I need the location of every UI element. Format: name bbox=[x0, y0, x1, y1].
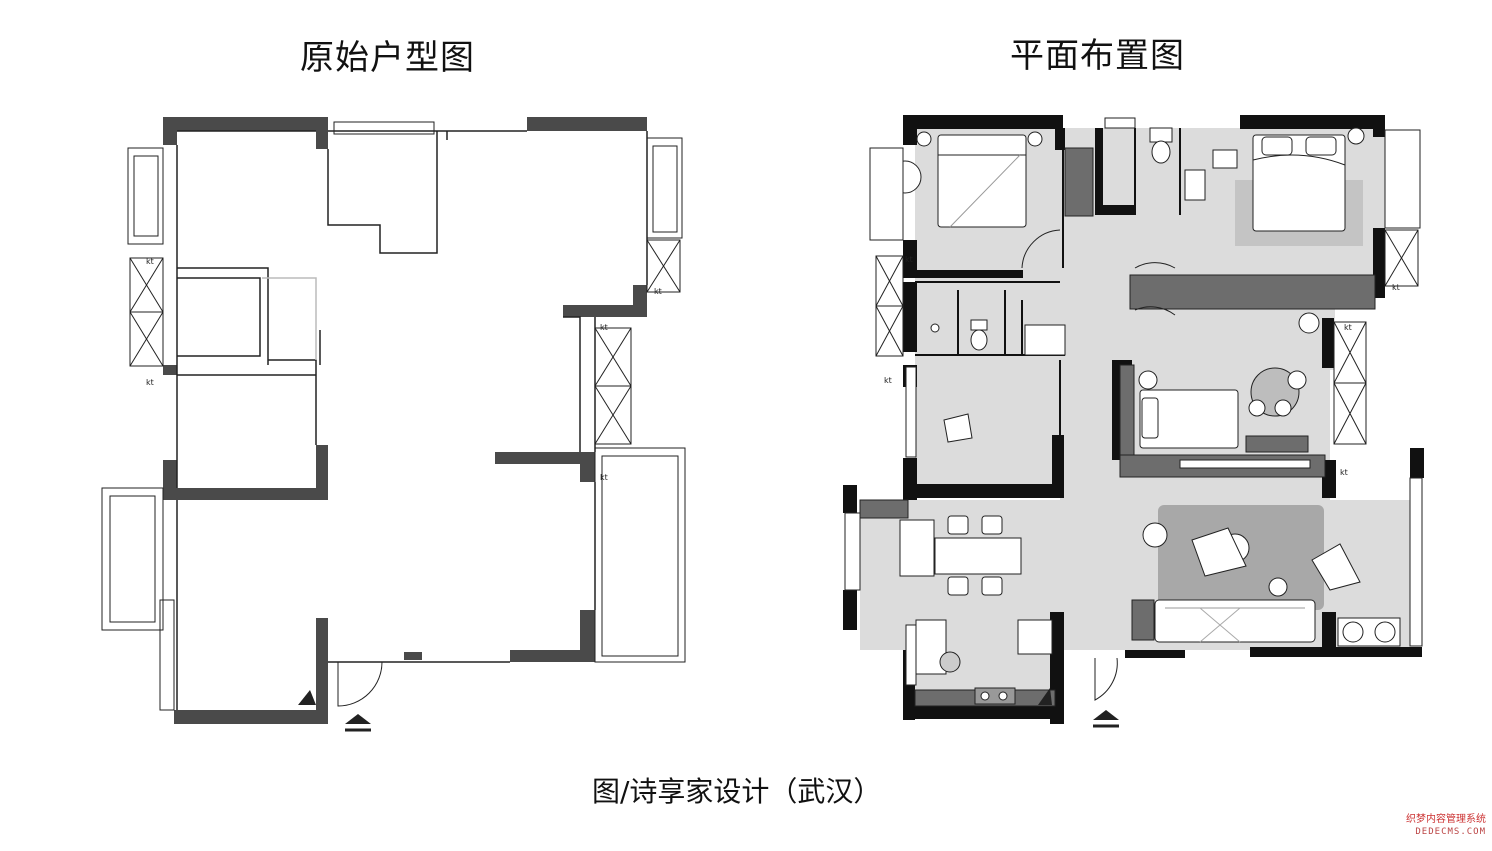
kt-label: kt bbox=[654, 287, 662, 296]
kt-label: kt bbox=[905, 255, 913, 264]
kt-label: kt bbox=[146, 378, 154, 387]
kt-label: kt bbox=[1344, 323, 1352, 332]
beds bbox=[937, 134, 1346, 449]
bed-left bbox=[937, 134, 1027, 228]
dining-table bbox=[934, 537, 1022, 575]
kt-label: kt bbox=[600, 323, 608, 332]
layout-partitions bbox=[915, 128, 1181, 435]
layout-doors bbox=[1021, 229, 1176, 701]
watermark: 织梦内容管理系统 DEDECMS.COM bbox=[1380, 814, 1486, 838]
watermark-line2: DEDECMS.COM bbox=[1415, 827, 1486, 837]
entrance-arrow-icon bbox=[345, 714, 371, 724]
bathroom-fixtures bbox=[915, 127, 1238, 705]
layout-windows bbox=[844, 117, 1423, 686]
dining-set bbox=[899, 515, 1022, 596]
layout-floor-plan bbox=[843, 115, 1424, 728]
kt-label: kt bbox=[884, 376, 892, 385]
kt-labels: kt kt kt kt kt kt kt kt kt kt bbox=[146, 255, 1400, 482]
sofa bbox=[1154, 599, 1316, 643]
kt-label: kt bbox=[1392, 283, 1400, 292]
watermark-line1: 织梦内容管理系统 bbox=[1406, 814, 1486, 825]
kt-label: kt bbox=[146, 257, 154, 266]
original-windows bbox=[101, 121, 686, 711]
original-floor-plan bbox=[101, 117, 686, 732]
image-caption: 图/诗享家设计（武汉） bbox=[592, 775, 882, 808]
original-plan-title: 原始户型图 bbox=[300, 38, 475, 78]
sofa-set bbox=[1154, 527, 1401, 647]
original-walls bbox=[163, 117, 647, 724]
study-chair bbox=[943, 413, 973, 443]
bed-guest bbox=[1139, 389, 1239, 449]
kt-label: kt bbox=[1340, 468, 1348, 477]
entrance-arrow-icon bbox=[1093, 710, 1119, 720]
layout-plan-title: 平面布置图 bbox=[1010, 36, 1185, 76]
layout-walls bbox=[843, 115, 1424, 724]
kt-label: kt bbox=[600, 473, 608, 482]
